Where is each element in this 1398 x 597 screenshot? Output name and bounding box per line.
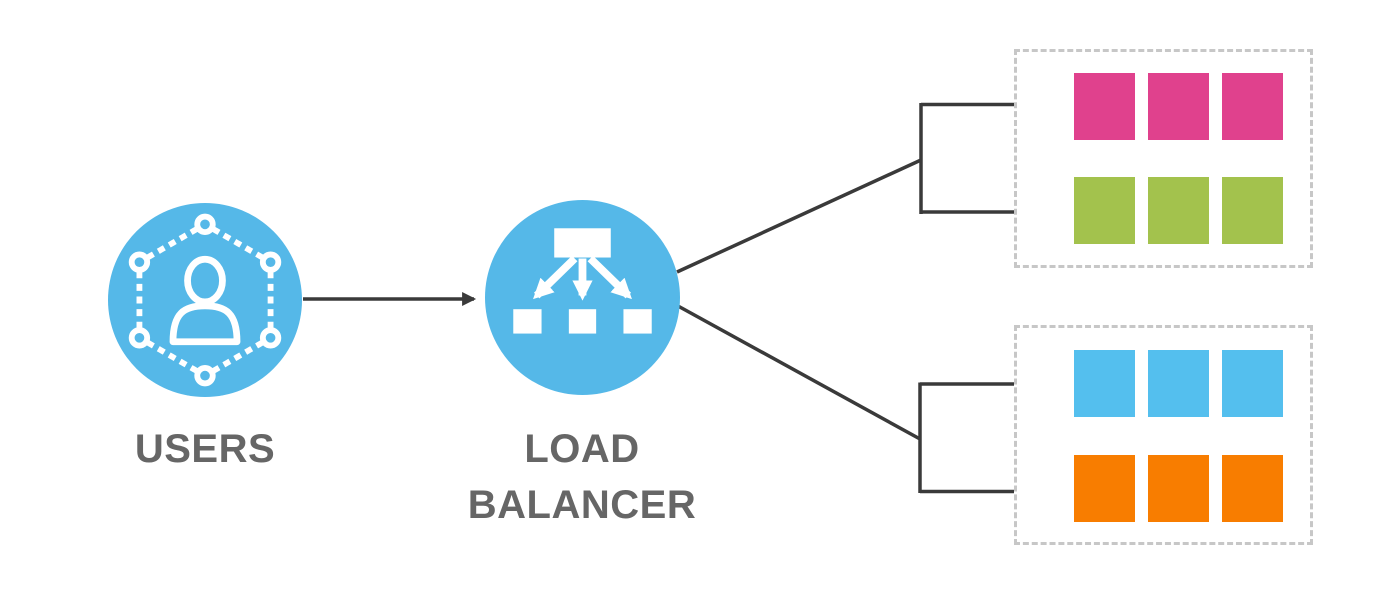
blue-instance xyxy=(1074,350,1135,417)
blue-instance xyxy=(1148,350,1209,417)
blue-instance-row xyxy=(1074,350,1283,417)
person-icon xyxy=(169,255,241,346)
load-balancer-label: LOAD BALANCER xyxy=(467,427,697,527)
users-icon xyxy=(128,213,282,387)
instance-group-1 xyxy=(1014,49,1313,268)
orange-instance xyxy=(1074,455,1135,522)
load-balancer-node xyxy=(485,200,680,395)
load-balancer-icon xyxy=(513,228,652,334)
users-node xyxy=(108,203,302,397)
blue-instance xyxy=(1222,350,1283,417)
orange-instance-row xyxy=(1074,455,1283,522)
orange-instance xyxy=(1148,455,1209,522)
green-instance xyxy=(1148,177,1209,244)
pink-instance xyxy=(1148,73,1209,140)
pink-instance-row xyxy=(1074,73,1283,140)
green-instance xyxy=(1074,177,1135,244)
green-instance xyxy=(1222,177,1283,244)
orange-instance xyxy=(1222,455,1283,522)
instance-group-2 xyxy=(1014,325,1313,545)
green-instance-row xyxy=(1074,177,1283,244)
connector-lb-to-group-1-trunk xyxy=(676,158,922,274)
pink-instance xyxy=(1074,73,1135,140)
users-label: USERS xyxy=(134,427,276,471)
pink-instance xyxy=(1222,73,1283,140)
connector-lb-to-group-2-trunk xyxy=(677,304,921,441)
